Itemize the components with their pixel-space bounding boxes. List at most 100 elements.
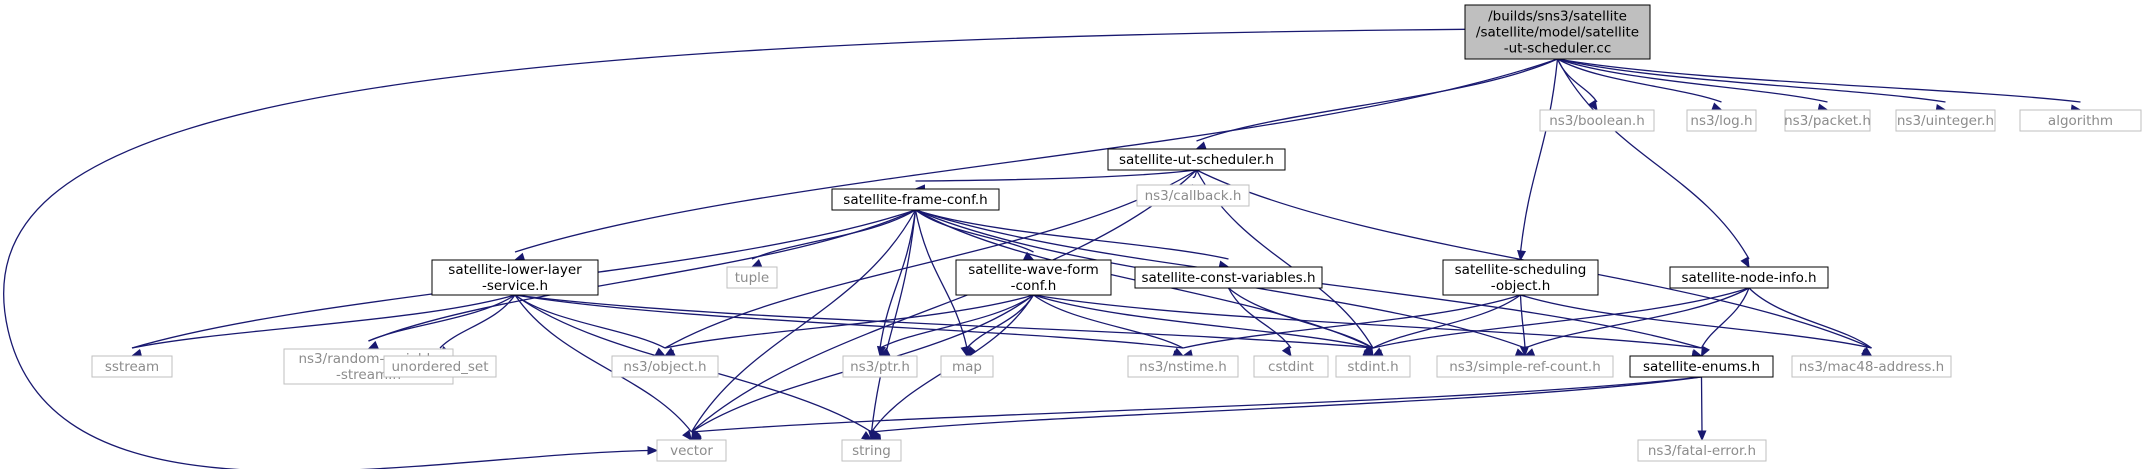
node-log[interactable]: ns3/log.h (1686, 109, 1757, 132)
node-box (1335, 355, 1411, 378)
node-label: sstream (105, 359, 159, 375)
node-box (1637, 439, 1767, 462)
node-box (940, 355, 994, 378)
node-box (1464, 4, 1651, 60)
edges-layer (3, 28, 2082, 469)
edge-enums-to-fatal (1697, 376, 1707, 442)
node-label: satellite-enums.h (1643, 359, 1760, 375)
node-box (2019, 109, 2142, 132)
edge-cc-to-log (1557, 58, 1723, 112)
node-label: /builds/sns3/satellite (1488, 9, 1627, 25)
node-box (91, 355, 173, 378)
node-label: -conf.h (1011, 278, 1057, 294)
edge-cc-to-vector (3, 28, 1466, 469)
edge-wave-to-nstime (1033, 294, 1185, 357)
node-llsh[interactable]: satellite-lower-layer-service.h (431, 259, 599, 296)
edge-nodeinfo-to-simpleref (1523, 287, 1750, 357)
edge-sched-to-mac48 (1520, 294, 1873, 359)
edge-frame-to-map (914, 209, 970, 358)
node-label: satellite-const-variables.h (1141, 270, 1315, 286)
node-sched[interactable]: satellite-scheduling-object.h (1442, 259, 1599, 296)
node-box (1107, 148, 1286, 171)
node-label: satellite-node-info.h (1681, 270, 1816, 286)
edge-const-to-stdint (1228, 287, 1375, 357)
node-enums[interactable]: satellite-enums.h (1629, 355, 1774, 378)
node-box (1127, 355, 1239, 378)
node-cstdint[interactable]: cstdint (1253, 355, 1329, 378)
node-stdint[interactable]: stdint.h (1335, 355, 1411, 378)
node-box (1669, 266, 1829, 289)
node-label: cstdint (1268, 359, 1314, 375)
node-box (383, 355, 497, 378)
node-frame[interactable]: satellite-frame-conf.h (831, 188, 1000, 211)
edge-cc-to-uth (1195, 58, 1558, 151)
node-simpleref[interactable]: ns3/simple-ref-count.h (1436, 355, 1614, 378)
edge-llsh-to-vector (514, 294, 693, 442)
node-uth[interactable]: satellite-ut-scheduler.h (1107, 148, 1286, 171)
node-label: ns3/callback.h (1145, 188, 1242, 204)
node-box (1686, 109, 1757, 132)
node-box (431, 259, 599, 296)
node-ptr[interactable]: ns3/ptr.h (842, 355, 918, 378)
node-label: ns3/boolean.h (1549, 113, 1645, 129)
edge-frame-to-ptr (876, 209, 917, 358)
node-nodeinfo[interactable]: satellite-node-info.h (1669, 266, 1829, 289)
node-tuple[interactable]: tuple (726, 266, 778, 289)
edge-llsh-to-sstream (130, 294, 516, 359)
edge-wave-to-stdint (1033, 294, 1375, 359)
node-object[interactable]: ns3/object.h (611, 355, 719, 378)
node-label: ns3/object.h (623, 359, 706, 375)
node-packet[interactable]: ns3/packet.h (1784, 109, 1871, 132)
edge-llsh-to-randvar (367, 294, 516, 350)
node-label: -object.h (1491, 278, 1551, 294)
node-label: unordered_set (391, 359, 488, 375)
node-string[interactable]: string (841, 439, 902, 462)
node-callback[interactable]: ns3/callback.h (1136, 184, 1250, 207)
node-const[interactable]: satellite-const-variables.h (1134, 266, 1323, 289)
node-sstream[interactable]: sstream (91, 355, 173, 378)
node-box (1895, 109, 1996, 132)
node-uinteger[interactable]: ns3/uinteger.h (1895, 109, 1996, 132)
node-map[interactable]: map (940, 355, 994, 378)
node-box (1253, 355, 1329, 378)
node-box (1442, 259, 1599, 296)
node-box (1791, 355, 1952, 378)
node-algorithm[interactable]: algorithm (2019, 109, 2142, 132)
node-box (1539, 109, 1655, 132)
node-label: -service.h (482, 278, 548, 294)
node-fatal[interactable]: ns3/fatal-error.h (1637, 439, 1767, 462)
edge-sched-to-simpleref (1519, 294, 1529, 358)
node-unordered[interactable]: unordered_set (383, 355, 497, 378)
node-label: satellite-ut-scheduler.h (1119, 152, 1274, 168)
node-nstime[interactable]: ns3/nstime.h (1127, 355, 1239, 378)
node-label: ns3/uinteger.h (1897, 113, 1994, 129)
node-label: string (852, 443, 891, 459)
node-label: satellite-wave-form (968, 262, 1099, 278)
node-cc[interactable]: /builds/sns3/satellite/satellite/model/s… (1464, 4, 1651, 60)
node-box (831, 188, 1000, 211)
node-vector[interactable]: vector (656, 439, 727, 462)
node-wave[interactable]: satellite-wave-form-conf.h (955, 259, 1112, 296)
node-label: /satellite/model/satellite (1476, 25, 1639, 41)
node-box (656, 439, 727, 462)
node-label: ns3/simple-ref-count.h (1449, 359, 1601, 375)
edge-enums-to-string (870, 376, 1702, 444)
node-label: tuple (735, 270, 769, 286)
node-label: ns3/ptr.h (850, 359, 910, 375)
node-box (842, 355, 918, 378)
edge-nodeinfo-to-mac48 (1748, 287, 1873, 357)
edge-enums-to-vector (690, 376, 1702, 444)
edge-nodeinfo-to-enums (1700, 287, 1750, 358)
node-box (1629, 355, 1774, 378)
node-mac48[interactable]: ns3/mac48-address.h (1791, 355, 1952, 378)
node-box (1436, 355, 1614, 378)
node-label: satellite-frame-conf.h (843, 192, 987, 208)
node-label: map (952, 359, 982, 375)
edge-cc-to-boolean (1556, 58, 1598, 112)
edge-cc-to-nodeinfo (1556, 58, 1750, 269)
node-boolean[interactable]: ns3/boolean.h (1539, 109, 1655, 132)
node-label: ns3/packet.h (1784, 113, 1871, 129)
node-box (841, 439, 902, 462)
node-box (1136, 184, 1250, 207)
